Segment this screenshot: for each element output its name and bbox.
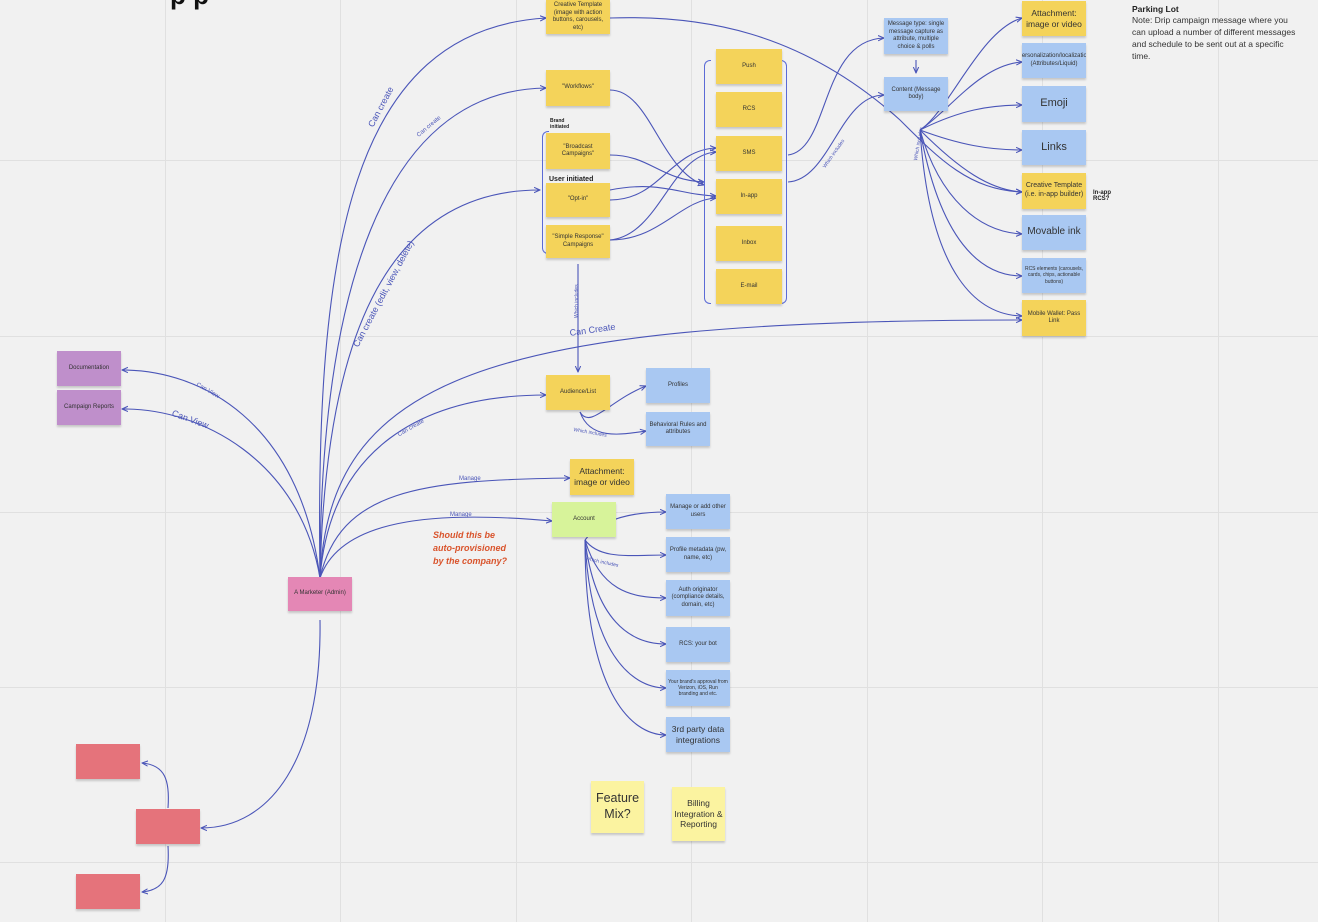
parking-lot-title: Parking Lot	[1132, 4, 1179, 14]
edge-label-which-includes-audience: Which includes	[574, 284, 580, 318]
note-workflows[interactable]: "Workflows"	[546, 70, 610, 106]
note-manage-users[interactable]: Manage or add other users	[666, 494, 730, 529]
edge-root-documentation	[122, 370, 321, 579]
edge-account-auth	[584, 539, 666, 598]
note-account[interactable]: Account	[552, 502, 616, 537]
edge-root-creative-template	[319, 18, 546, 579]
edge-red-mid-top	[142, 763, 169, 809]
edge-content-wallet	[919, 129, 1022, 316]
edge-content-movable	[919, 129, 1022, 234]
note-audience-list[interactable]: Audience/List	[546, 375, 610, 410]
edge-root-red-mid	[201, 619, 321, 828]
note-profiles[interactable]: Profiles	[646, 368, 710, 403]
edge-label-manage-account: Manage	[450, 512, 472, 518]
note-red-placeholder-top[interactable]	[76, 744, 140, 779]
edge-account-profile	[584, 539, 666, 556]
note-emoji[interactable]: Emoji	[1022, 86, 1086, 122]
note-message-type[interactable]: Message type: single message capture as …	[884, 18, 948, 54]
label-in-app-rcs: In-app RCS?	[1093, 190, 1111, 202]
board-title-fragment: p p	[170, 0, 209, 11]
note-profile-metadata[interactable]: Profile metadata (pw, name, etc)	[666, 537, 730, 572]
edge-optin-inapp	[609, 186, 716, 196]
edge-simple-inapp	[609, 198, 716, 241]
note-creative-template-top[interactable]: Creative Template (image with action but…	[546, 0, 610, 34]
note-movable-ink[interactable]: Movable ink	[1022, 215, 1086, 250]
label-brand-initiated: Brand initiated	[550, 118, 570, 130]
note-behavioral-rules[interactable]: Behavioral Rules and attributes	[646, 412, 710, 446]
edge-creative-to-creative	[609, 17, 1022, 192]
note-marketer-admin[interactable]: A Marketer (Admin)	[288, 577, 352, 611]
note-channel-push[interactable]: Push	[716, 49, 782, 84]
edge-content-links	[919, 129, 1022, 150]
edge-channels-content	[787, 95, 884, 183]
note-feature-mix[interactable]: Feature Mix?	[591, 781, 644, 833]
edge-content-rcs	[919, 129, 1022, 276]
edge-broadcast-channels	[609, 154, 704, 182]
note-billing-integration[interactable]: Billing Integration & Reporting	[672, 787, 725, 841]
edge-account-rcs	[584, 539, 666, 644]
campaign-group-bracket	[542, 131, 549, 254]
edge-optin-sms	[609, 148, 716, 201]
note-channel-inbox[interactable]: Inbox	[716, 226, 782, 261]
edge-simple-sms	[609, 152, 716, 241]
auto-provision-question: Should this be auto-provisioned by the c…	[433, 530, 508, 567]
note-campaign-reports[interactable]: Campaign Reports	[57, 390, 121, 425]
note-attachment-manage[interactable]: Attachment: image or video	[570, 459, 634, 495]
note-3rd-party-integrations[interactable]: 3rd party data integrations	[666, 717, 730, 752]
label-user-initiated: User initiated	[549, 176, 594, 183]
note-rcs-your-bot[interactable]: RCS: your bot	[666, 627, 730, 662]
edge-content-personalization	[919, 62, 1022, 131]
note-creative-template-in-app[interactable]: Creative Template (i.e. in-app builder)	[1022, 173, 1086, 209]
parking-lot-note: Note: Drip campaign message where you ca…	[1132, 15, 1296, 61]
note-rcs-elements[interactable]: RCS elements (carousels, cards, chips, a…	[1022, 258, 1086, 293]
note-auth-originator[interactable]: Auth originator (compliance details, dom…	[666, 580, 730, 616]
note-opt-in[interactable]: "Opt-in"	[546, 183, 610, 217]
note-red-placeholder-middle[interactable]	[136, 809, 200, 844]
note-links[interactable]: Links	[1022, 130, 1086, 165]
edge-account-approval	[584, 539, 666, 688]
note-content-message-body[interactable]: Content (Message body)	[884, 77, 948, 111]
note-channel-email[interactable]: E-mail	[716, 269, 782, 304]
edge-root-attachment	[319, 478, 570, 579]
edge-content-creative	[919, 129, 1022, 192]
edge-channels-message-type	[787, 38, 884, 156]
edge-content-emoji	[919, 105, 1022, 131]
edge-root-optin-group	[319, 190, 540, 579]
note-mobile-wallet[interactable]: Mobile Wallet: Pass Link	[1022, 300, 1086, 336]
note-channel-rcs[interactable]: RCS	[716, 92, 782, 127]
note-documentation[interactable]: Documentation	[57, 351, 121, 386]
note-brand-approval[interactable]: Your brand's approval from Verizon, iOS,…	[666, 670, 730, 706]
edge-root-workflows	[319, 88, 546, 579]
channel-group-bracket-left	[704, 60, 711, 304]
note-channel-sms[interactable]: SMS	[716, 136, 782, 171]
note-attachment-image-video[interactable]: Attachment: image or video	[1022, 1, 1086, 36]
note-simple-response[interactable]: "Simple Response" Campaigns	[546, 225, 610, 258]
note-broadcast-campaigns[interactable]: "Broadcast Campaigns"	[546, 133, 610, 169]
edge-workflows-channels	[609, 89, 704, 185]
edge-red-mid-bottom	[142, 845, 169, 892]
edge-content-attachment	[919, 18, 1022, 131]
note-personalization[interactable]: "Personalization/localization" (Attribut…	[1022, 43, 1086, 78]
edge-root-mobile-wallet	[319, 320, 1022, 579]
note-red-placeholder-bottom[interactable]	[76, 874, 140, 909]
note-channel-in-app[interactable]: In-app	[716, 179, 782, 214]
edge-account-3rdparty	[584, 539, 666, 735]
edge-root-account	[319, 516, 552, 579]
edge-root-campaign-reports	[122, 409, 321, 579]
edge-audience-profiles	[579, 386, 646, 419]
edge-label-manage-attachment: Manage	[459, 476, 481, 482]
edge-root-audience	[319, 395, 546, 579]
edge-audience-behavioral	[579, 411, 646, 434]
